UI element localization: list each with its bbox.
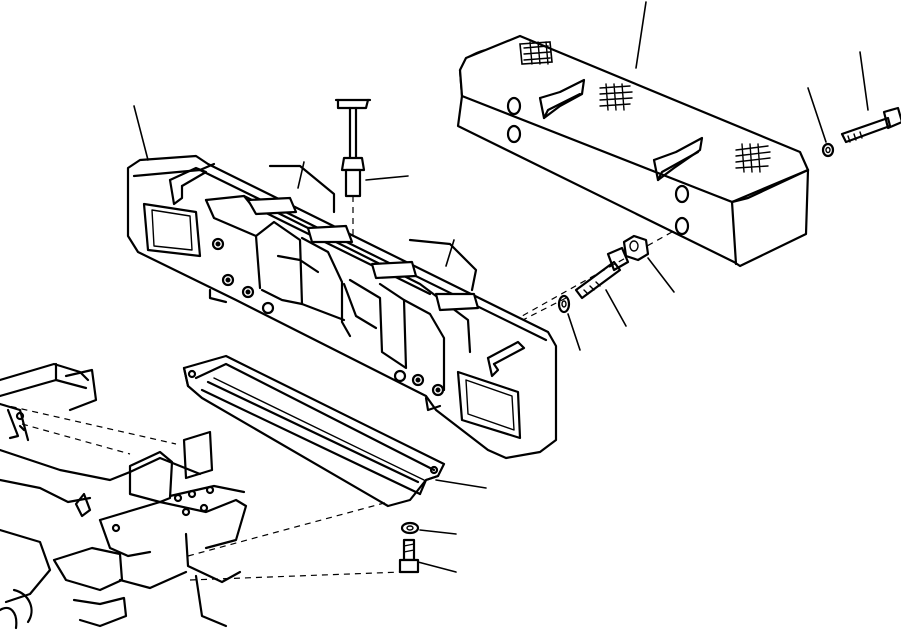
lower-holes (211, 237, 445, 397)
leader-long-bolt (859, 51, 869, 111)
mid-bolt (574, 246, 630, 300)
leader-washer-upper (807, 87, 827, 143)
leader-mid-washer (567, 313, 581, 351)
leader-upper-counterweight (635, 1, 647, 69)
leader-eye-bolt (365, 175, 409, 181)
frame-alignment-3 (187, 501, 389, 557)
cover-bolt (398, 538, 420, 574)
leader-cover-bolt (417, 561, 457, 573)
leader-shim-right (445, 239, 455, 267)
machine-frame (0, 362, 248, 630)
shim-plate-right (408, 238, 478, 292)
hatch-grid-1 (519, 41, 553, 65)
frame-alignment-4 (189, 571, 403, 581)
shim-plate-left (268, 164, 336, 214)
leader-cover-plate (435, 479, 487, 489)
leader-cover-washer (419, 529, 457, 535)
lifting-eye-bolt (334, 98, 372, 262)
upper-counterweight (456, 34, 810, 268)
lower-counterweight (126, 154, 558, 460)
frame-alignment-2 (21, 423, 131, 455)
leader-mid-bolt (605, 289, 627, 327)
long-bolt-upper (840, 106, 901, 144)
hatch-grid-3 (735, 143, 771, 173)
washer-upper (821, 142, 835, 158)
leader-shim-left (297, 161, 305, 189)
leader-spacer (647, 257, 675, 293)
bottom-cover-plate (182, 354, 446, 508)
frame-alignment-1 (0, 403, 177, 445)
spacer-nut (622, 234, 650, 262)
hatch-grid-2 (599, 83, 633, 111)
mid-washer (557, 294, 571, 314)
cover-washer (400, 521, 420, 535)
leader-lower-counterweight (133, 105, 149, 161)
